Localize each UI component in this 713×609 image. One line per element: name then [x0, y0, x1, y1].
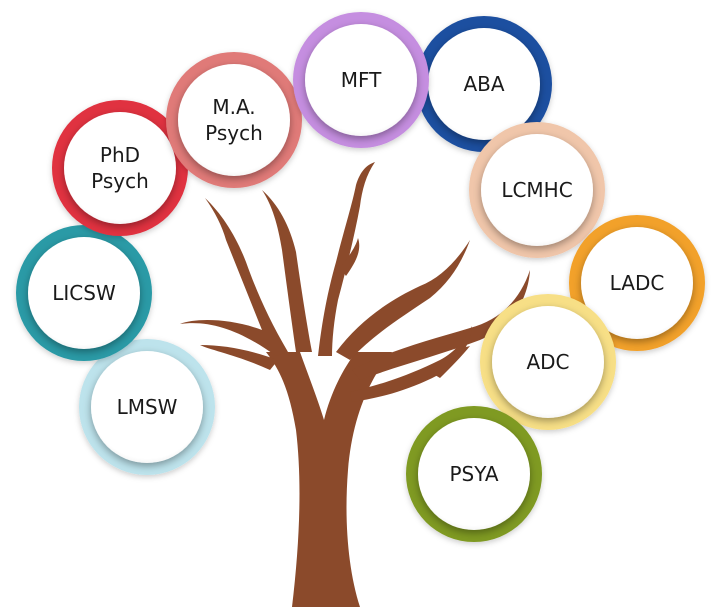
tree-branch: [430, 346, 470, 378]
credential-label-psya: PSYA: [449, 462, 498, 486]
tree-branch: [352, 270, 530, 380]
credential-inner-circle-lmsw: [91, 351, 203, 463]
credential-inner-circle-aba: [428, 28, 540, 140]
credential-label-aba: ABA: [463, 72, 504, 96]
credential-inner-circle-psya: [418, 418, 530, 530]
credential-node-licsw: LICSW: [16, 225, 152, 361]
tree-branch: [200, 345, 278, 370]
credential-inner-circle-ladc: [581, 227, 693, 339]
credential-node-adc: ADC: [480, 294, 616, 430]
credential-node-mft: MFT: [293, 12, 429, 148]
credential-node-psya: PSYA: [406, 406, 542, 542]
credential-node-lcmhc: LCMHC: [469, 122, 605, 258]
tree-branch: [180, 198, 288, 356]
tree-trunk: [180, 162, 530, 607]
credential-label-mft: MFT: [341, 68, 382, 92]
credential-label-phd-psych-line-1: PhD: [100, 143, 140, 167]
credential-label-lcmhc: LCMHC: [501, 178, 572, 202]
tree-branch: [262, 190, 312, 352]
tree-branch: [340, 238, 360, 276]
tree-trunk-main: [266, 352, 392, 607]
credential-node-ma-psych: M.A.Psych: [166, 52, 302, 188]
credential-nodes: LMSWLICSWPhDPsychM.A.PsychABAMFTLCMHCLAD…: [16, 12, 705, 542]
credential-inner-circle-licsw: [28, 237, 140, 349]
credential-node-lmsw: LMSW: [79, 339, 215, 475]
credential-label-adc: ADC: [526, 350, 569, 374]
credential-label-ladc: LADC: [610, 271, 665, 295]
credential-label-phd-psych-line-2: Psych: [91, 169, 149, 193]
tree-branch: [318, 162, 375, 356]
credential-inner-circle-adc: [492, 306, 604, 418]
credential-inner-circle-mft: [305, 24, 417, 136]
credential-label-lmsw: LMSW: [117, 395, 178, 419]
credential-inner-circle-phd-psych: [64, 112, 176, 224]
credential-inner-circle-lcmhc: [481, 134, 593, 246]
credential-node-ladc: LADC: [569, 215, 705, 351]
tree-branch: [336, 240, 470, 360]
credential-label-licsw: LICSW: [52, 281, 116, 305]
credential-inner-circle-ma-psych: [178, 64, 290, 176]
credential-node-aba: ABA: [416, 16, 552, 152]
credential-label-ma-psych-line-1: M.A.: [212, 95, 255, 119]
credential-label-ma-psych-line-2: Psych: [205, 121, 263, 145]
